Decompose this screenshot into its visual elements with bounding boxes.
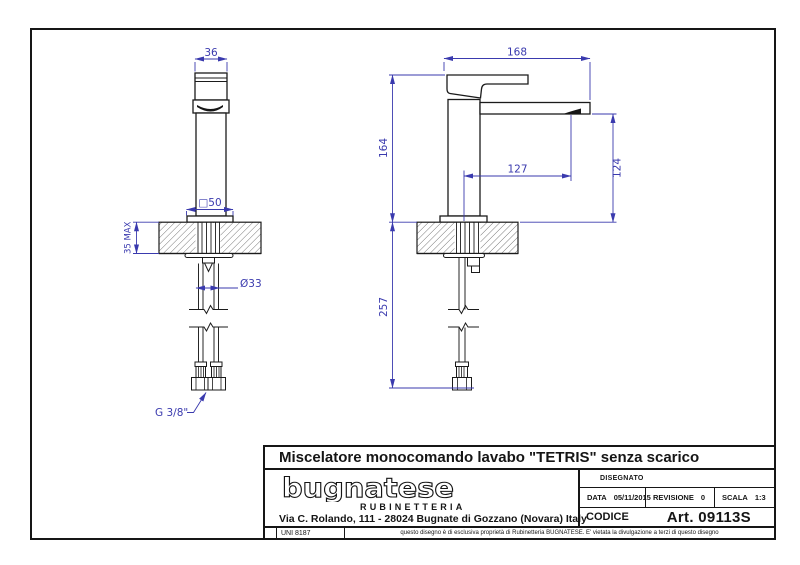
front-view <box>158 72 262 391</box>
side-washer <box>443 253 485 258</box>
thread-callout: G 3/8" <box>155 392 207 419</box>
disegnato-label: DISEGNATO <box>600 475 644 482</box>
front-countertop <box>158 221 262 255</box>
drawing-title-bar: Miscelatore monocomando lavabo "TETRIS" … <box>263 445 776 470</box>
data-value: 05/11/2015 <box>613 493 651 502</box>
dim-label: □50 <box>198 197 221 209</box>
info-row: DATA 05/11/2015 REVISIONE 0 SCALA 1:3 <box>580 488 774 508</box>
break-line-icon <box>448 321 479 333</box>
dim-label: 168 <box>507 47 527 59</box>
front-body <box>195 112 227 217</box>
side-dimensions: 168 164 127 124 257 <box>378 47 624 389</box>
side-aerator-icon <box>563 108 581 114</box>
scala-cell: SCALA 1:3 <box>715 488 774 507</box>
brand-subtitle: RUBINETTERIA <box>360 502 466 512</box>
dim-label: 124 <box>612 158 624 178</box>
dim-height: 164 <box>378 74 445 223</box>
company-address: Via C. Rolando, 111 - 28024 Bugnate di G… <box>279 513 587 525</box>
standard-label: UNI 8187 <box>281 529 311 537</box>
break-line-icon <box>448 304 479 315</box>
front-hose-fittings <box>191 361 226 391</box>
side-countertop <box>416 221 519 255</box>
standard-cell: UNI 8187 <box>277 528 345 538</box>
revisione-label: REVISIONE <box>653 493 694 502</box>
scala-value: 1:3 <box>754 493 766 502</box>
front-washer <box>184 253 234 258</box>
codice-label: CODICE <box>586 511 629 523</box>
notice-cell: questo disegno è di esclusiva proprietà … <box>345 528 774 538</box>
brand-logo-text: bugnatese <box>282 474 454 502</box>
dim-label: Ø33 <box>240 278 262 290</box>
dim-label: 35 MAX <box>124 221 134 254</box>
side-hose-fitting <box>452 361 472 391</box>
drawing-title: Miscelatore monocomando lavabo "TETRIS" … <box>279 449 700 466</box>
data-label: DATA <box>587 493 607 502</box>
side-view <box>416 74 591 391</box>
side-base-plate <box>439 215 488 223</box>
notice-text: questo disegno è di esclusiva proprietà … <box>400 530 719 536</box>
dim-front-base: □50 <box>186 197 234 216</box>
side-spout <box>479 101 591 115</box>
dim-label: 36 <box>204 47 218 59</box>
dim-front-width: 36 <box>194 47 228 72</box>
front-base-plate <box>186 215 234 223</box>
dim-below-deck: 257 <box>378 221 474 389</box>
dim-spout-height: 124 <box>520 113 624 223</box>
front-hoses <box>198 263 219 362</box>
title-block: bugnatese RUBINETTERIA Via C. Rolando, 1… <box>263 468 776 528</box>
thread-label: G 3/8" <box>155 407 188 419</box>
dim-reach: 127 <box>463 115 572 221</box>
dim-side-width: 168 <box>443 47 591 100</box>
footer-empty-cell <box>265 528 277 538</box>
brand-logo: bugnatese <box>281 474 454 502</box>
break-line-icon <box>189 304 228 315</box>
codice-cell: CODICE Art. 09113S <box>580 508 774 526</box>
dim-hole-dia: Ø33 <box>195 278 262 291</box>
info-table: DISEGNATO DATA 05/11/2015 REVISIONE 0 SC… <box>580 470 774 526</box>
dim-label: 257 <box>378 297 390 317</box>
brand-cell: bugnatese RUBINETTERIA Via C. Rolando, 1… <box>265 470 587 526</box>
dim-counter-max: 35 MAX <box>124 221 159 254</box>
footer-strip: UNI 8187 questo disegno è di esclusiva p… <box>263 526 776 540</box>
front-dimensions: 36 □50 35 MAX Ø33 G 3/8" <box>124 47 262 419</box>
scala-label: SCALA <box>722 493 748 502</box>
front-aerator-icon <box>197 105 223 112</box>
side-hose <box>458 257 466 362</box>
front-handle <box>194 72 228 101</box>
revisione-value: 0 <box>700 493 706 502</box>
dim-label: 127 <box>507 164 527 176</box>
data-cell: DATA 05/11/2015 <box>580 488 651 507</box>
revisione-cell: REVISIONE 0 <box>646 488 715 507</box>
break-line-icon <box>189 321 228 333</box>
side-handle <box>446 74 529 99</box>
codice-value: Art. 09113S <box>666 508 751 526</box>
disegnato-cell: DISEGNATO <box>580 470 774 488</box>
dim-label: 164 <box>378 138 390 158</box>
